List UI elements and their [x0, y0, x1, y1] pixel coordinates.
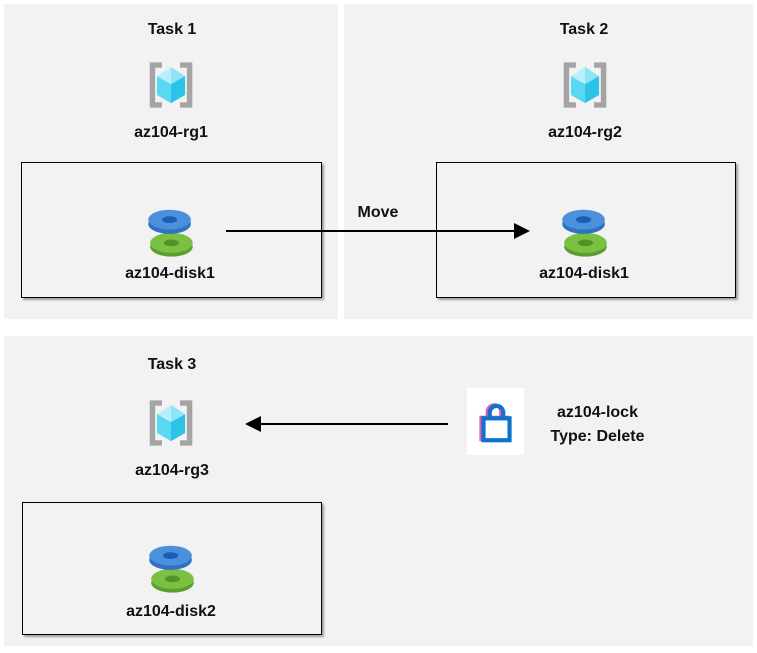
task1-title: Task 1 — [147, 21, 197, 38]
task2-panel — [344, 4, 753, 319]
lock-caption: az104-lock Type: Delete — [527, 401, 668, 449]
lock-arrow-head-icon — [245, 416, 261, 432]
lock-tile — [467, 388, 524, 455]
resource-group-icon — [149, 400, 193, 446]
disk-icon — [562, 209, 607, 257]
resource-group-icon — [563, 62, 607, 108]
task1-panel — [4, 4, 338, 319]
disk-name: az104-disk1 — [125, 265, 215, 282]
lock-arrow-line — [259, 423, 448, 425]
task3-panel — [4, 336, 753, 646]
disk-icon — [149, 545, 194, 593]
task3-disk-box — [22, 502, 322, 635]
resource-group-name: az104-rg2 — [548, 124, 622, 141]
lock-name: az104-lock — [557, 404, 638, 421]
disk-name: az104-disk2 — [126, 603, 216, 620]
resource-group-icon — [149, 62, 193, 108]
resource-group-name: az104-rg3 — [135, 462, 209, 479]
task3-title: Task 3 — [147, 356, 197, 373]
lock-type: Type: Delete — [550, 428, 645, 445]
move-arrow-line — [226, 230, 515, 232]
task2-title: Task 2 — [559, 21, 609, 38]
disk-name: az104-disk1 — [539, 265, 629, 282]
move-arrow-head-icon — [514, 223, 530, 239]
resource-group-name: az104-rg1 — [134, 124, 208, 141]
move-arrow-label: Move — [357, 204, 399, 221]
disk-icon — [148, 209, 193, 257]
lock-icon — [478, 402, 512, 442]
